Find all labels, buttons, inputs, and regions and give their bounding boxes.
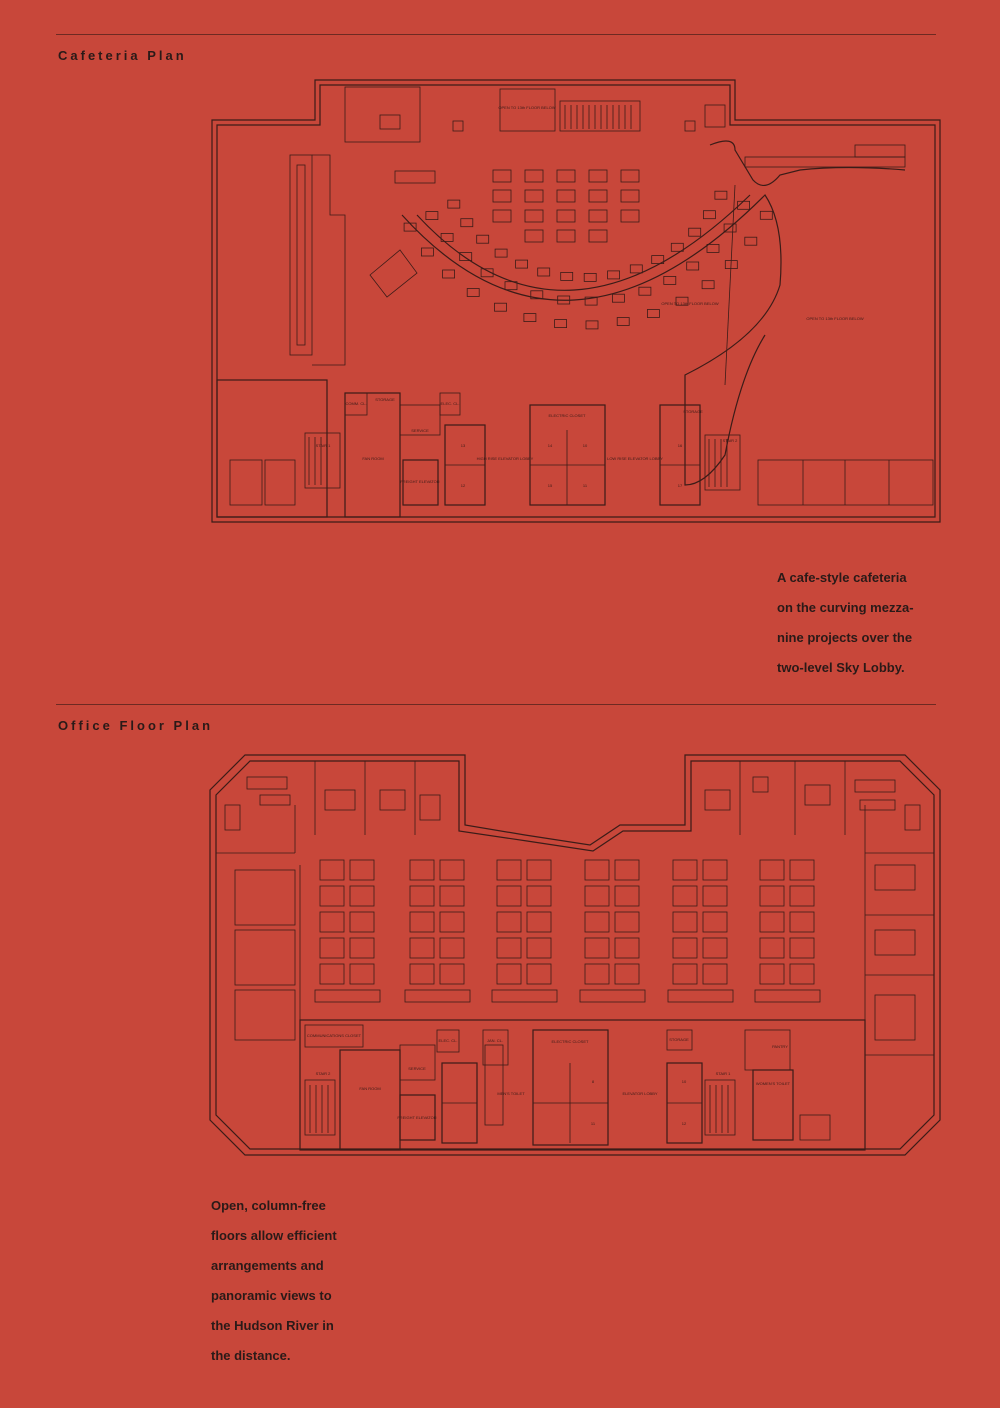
- jan-cl-label: JAN. CL.: [487, 1038, 503, 1043]
- office-service-label: SERVICE: [408, 1066, 426, 1071]
- cafeteria-caption-line-2: on the curving mezza-: [777, 600, 914, 615]
- stair-1-label: STAIR 1: [316, 443, 332, 448]
- comm-cl-label: COMM. CL.: [345, 401, 366, 406]
- storage-right-label: STORAGE: [683, 409, 703, 414]
- cafeteria-caption-line-4: two-level Sky Lobby.: [777, 660, 905, 675]
- elev-17-label: 17: [678, 483, 683, 488]
- high-rise-lobby-label: HIGH RISE ELEVATOR LOBBY: [477, 456, 534, 461]
- fan-room-label: FAN ROOM: [362, 456, 383, 461]
- stair-2-label: STAIR 2: [723, 438, 739, 443]
- office-elev-12-label: 12: [682, 1121, 687, 1126]
- office-freight-elevator-label: FREIGHT ELEVATOR: [397, 1115, 436, 1120]
- office-fan-room-label: FAN ROOM: [359, 1086, 380, 1091]
- elev-15-label: 15: [548, 483, 553, 488]
- open-to-floor-below-top-label: OPEN TO 13th FLOOR BELOW: [498, 105, 555, 110]
- office-elev-8-label: 8: [592, 1079, 595, 1084]
- office-storage-label: STORAGE: [669, 1037, 689, 1042]
- pantry-label: PANTRY: [772, 1044, 788, 1049]
- office-electric-closet-label: ELECTRIC CLOSET: [552, 1039, 589, 1044]
- low-rise-lobby-label: LOW RISE ELEVATOR LOBBY: [607, 456, 663, 461]
- service-label: SERVICE: [411, 428, 429, 433]
- elev-11-label: 11: [583, 483, 588, 488]
- office-caption-line-6: the distance.: [211, 1348, 291, 1363]
- cafeteria-caption: A cafe-style cafeteria on the curving me…: [777, 563, 914, 683]
- office-stair-2-label: STAIR 2: [316, 1071, 332, 1076]
- electric-closet-label: ELECTRIC CLOSET: [549, 413, 586, 418]
- elev-13-label: 13: [461, 443, 466, 448]
- elec-cl-label: ELEC. CL.: [441, 401, 460, 406]
- office-floor-plan: COMMUNICATIONS CLOSET STAIR 2 FAN ROOM S…: [209, 754, 941, 1156]
- cafeteria-caption-line-1: A cafe-style cafeteria: [777, 570, 907, 585]
- mens-toilet-label: MEN'S TOILET: [497, 1091, 525, 1096]
- storage-left-label: STORAGE: [375, 397, 395, 402]
- office-elev-10-label: 10: [682, 1079, 687, 1084]
- communications-closet-label: COMMUNICATIONS CLOSET: [307, 1033, 362, 1038]
- office-caption-line-2: floors allow efficient: [211, 1228, 337, 1243]
- womens-toilet-label: WOMEN'S TOILET: [756, 1081, 791, 1086]
- office-caption-line-1: Open, column-free: [211, 1198, 326, 1213]
- middle-rule: [56, 704, 936, 705]
- office-stair-1-label: STAIR 1: [716, 1071, 732, 1076]
- office-heading: Office Floor Plan: [58, 718, 214, 733]
- elev-12-label: 12: [461, 483, 466, 488]
- office-elev-11-label: 11: [591, 1121, 596, 1126]
- top-rule: [56, 34, 936, 35]
- office-caption-line-3: arrangements and: [211, 1258, 324, 1273]
- cafeteria-caption-line-3: nine projects over the: [777, 630, 913, 645]
- office-caption-line-4: panoramic views to: [211, 1288, 332, 1303]
- elev-16-label: 16: [678, 443, 683, 448]
- office-elec-cl-label: ELEC. CL.: [439, 1038, 458, 1043]
- workstation-clusters: [314, 859, 821, 1003]
- open-to-floor-below-right-label: OPEN TO 13th FLOOR BELOW: [806, 316, 863, 321]
- cafeteria-heading: Cafeteria Plan: [58, 48, 187, 63]
- dining-tables: [403, 169, 773, 330]
- elev-14-label: 14: [548, 443, 553, 448]
- office-caption: Open, column-free floors allow efficient…: [211, 1191, 337, 1371]
- office-caption-line-5: the Hudson River in: [211, 1318, 334, 1333]
- open-to-floor-below-curve-label: OPEN TO 13th FLOOR BELOW: [661, 301, 718, 306]
- elev-10-label: 10: [583, 443, 588, 448]
- freight-elevator-label: FREIGHT ELEVATOR: [400, 479, 439, 484]
- cafeteria-floor-plan: OPEN TO 13th FLOOR BELOW OPEN TO 13th FL…: [211, 79, 941, 523]
- elevator-lobby-label: ELEVATOR LOBBY: [622, 1091, 657, 1096]
